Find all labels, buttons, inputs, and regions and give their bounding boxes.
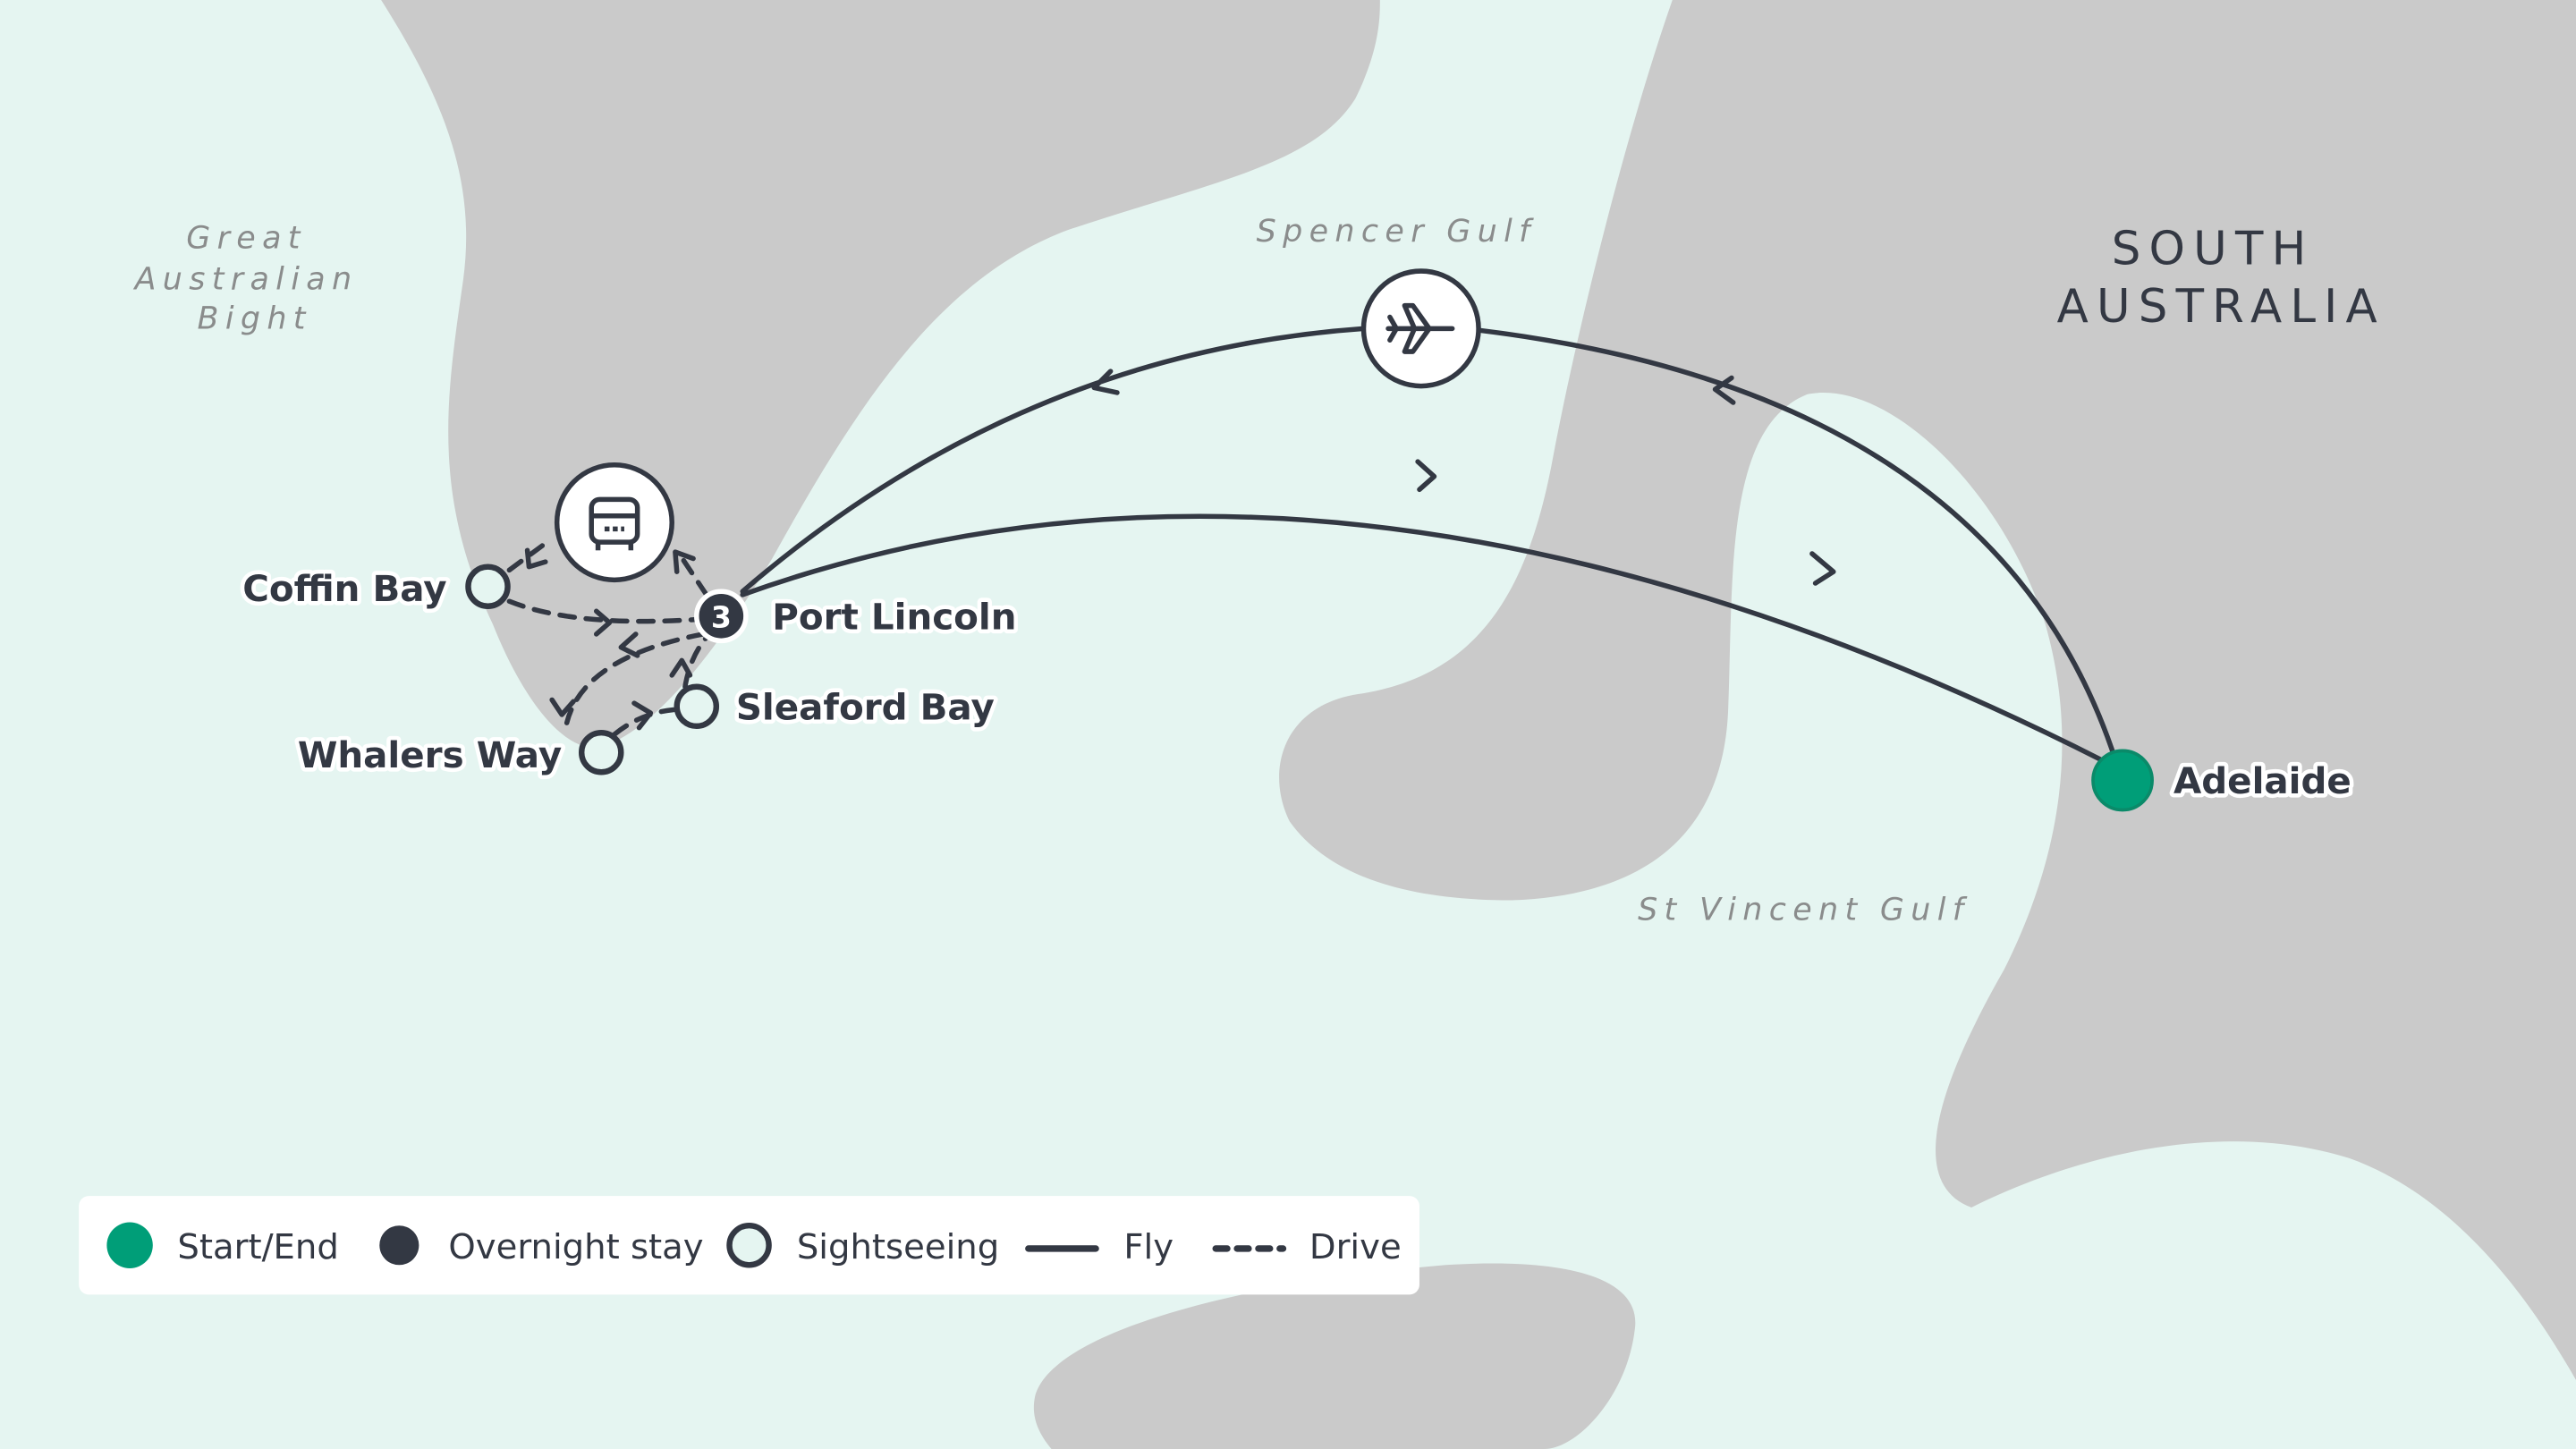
place-label-sleaford-bay: Sleaford Bay [736,685,995,728]
fly-route-adelaide-to-port-lincoln [1476,327,2123,775]
place-label-whalers-way: Whalers Way [298,733,562,776]
legend-drive-label: Drive [1309,1227,1402,1267]
place-label-adelaide: Adelaide [2174,759,2351,802]
legend-overnight-label: Overnight stay [448,1227,703,1267]
direction-arrow [1712,375,1736,405]
drive-route [612,707,676,737]
water-label-spencer-gulf: Spencer Gulf [1257,214,1537,250]
direction-arrow [524,547,548,570]
water-label-great-australian-bight: Australian [133,261,359,297]
region-label-south-australia: AUSTRALIA [2057,280,2385,334]
direction-arrow [549,697,576,717]
water-label-great-australian-bight: Great [186,220,307,256]
direction-arrow [618,631,640,658]
map-legend: Start/End Overnight stay Sightseeing Fly… [79,1196,1419,1295]
kangaroo-island [1033,1263,1636,1449]
plane-icon [1360,268,1481,389]
water-label-st-vincent-gulf: St Vincent Gulf [1638,893,1970,928]
direction-arrow [669,657,693,678]
place-label-port-lincoln: Port Lincoln [772,595,1016,638]
direction-arrow [631,700,654,731]
legend-sightseeing-icon [726,1222,772,1268]
drive-route [564,631,706,725]
marker-sightseeing-coffin-bay[interactable] [465,564,511,609]
direction-arrow [1415,459,1437,493]
drive-route [677,553,709,597]
legend-fly-label: Fly [1123,1227,1174,1267]
legend-start-end-label: Start/End [177,1227,338,1267]
direction-arrow [1809,551,1836,586]
marker-sightseeing-whalers-way[interactable] [578,729,624,775]
place-label-coffin-bay: Coffin Bay [242,567,446,610]
region-label-south-australia: SOUTH [2112,223,2315,276]
direction-arrow [593,608,613,637]
direction-arrow [1091,369,1120,395]
marker-overnight-port-lincoln[interactable] [694,589,749,644]
drive-route [506,598,701,624]
fly-route-port-lincoln-to-adelaide [740,513,2106,764]
drive-route [506,539,550,573]
legend-start-end-icon [106,1222,153,1268]
fly-route-adelaide-to-port-lincoln [740,326,1367,594]
marker-sightseeing-sleaford-bay[interactable] [674,683,720,730]
water-label-great-australian-bight: Bight [198,301,312,336]
legend-sightseeing-label: Sightseeing [797,1227,999,1267]
legend-overnight-icon [379,1225,419,1266]
car-icon [554,462,674,583]
mainland-and-yorke-peninsula [1279,0,2576,1380]
overnight-nights-count: 3 [711,600,732,635]
marker-start-end-adelaide[interactable] [2091,749,2154,812]
direction-arrow [673,549,696,574]
drive-route [682,634,709,690]
